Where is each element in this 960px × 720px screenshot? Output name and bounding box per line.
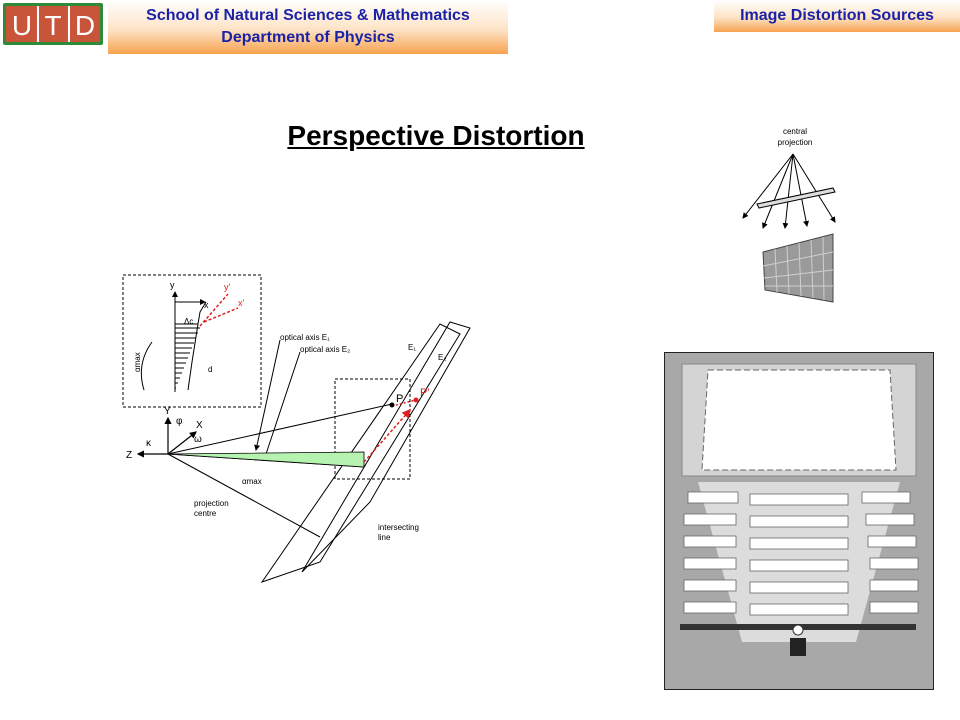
school-name: School of Natural Sciences & Mathematics — [146, 7, 470, 24]
label-intersecting-line-2: line — [378, 533, 391, 542]
inset-axis-y: y — [170, 280, 175, 290]
logo-letter-t: T — [44, 10, 61, 41]
label-plane-e1: E₁ — [408, 343, 416, 352]
label-kappa: κ — [146, 438, 152, 449]
central-projection-label-2: projection — [778, 138, 813, 147]
perspective-diagram: y x y' x' Δc αmax d optical axis E₁ opti… — [122, 274, 471, 583]
inset-delta-c: Δc — [184, 317, 193, 326]
central-projection-label-1: central — [783, 127, 807, 136]
logo-letter-d: D — [75, 10, 95, 41]
central-projection-illustration: central projection — [742, 127, 836, 303]
label-alpha-max: αmax — [242, 477, 262, 486]
inset-axis-x: x — [204, 300, 209, 310]
label-big-z: Z — [126, 450, 132, 461]
inset-axis-x-prime: x' — [238, 298, 245, 308]
label-intersecting-line-1: intersecting — [378, 523, 419, 532]
label-projection-centre-2: centre — [194, 509, 217, 518]
label-phi: φ — [176, 416, 183, 427]
label-big-x: X — [196, 420, 203, 431]
label-optical-axis-2: optical axis E₂ — [300, 345, 350, 354]
header-school-banner: School of Natural Sciences & Mathematics… — [108, 0, 508, 54]
label-point-p-prime: P' — [420, 387, 429, 399]
slide-title: Perspective Distortion — [287, 120, 585, 151]
label-omega: ω — [194, 434, 202, 445]
label-big-y: Y — [164, 406, 171, 417]
label-optical-axis-1: optical axis E₁ — [280, 333, 330, 342]
section-title: Image Distortion Sources — [714, 0, 960, 32]
utd-logo: U T D — [3, 3, 103, 45]
inset-alpha-max: αmax — [133, 352, 142, 372]
theater-projection-illustration — [664, 352, 934, 690]
label-projection-centre-1: projection — [194, 499, 229, 508]
label-point-p: P — [396, 393, 403, 405]
inset-d-label: d — [208, 365, 212, 374]
inset-axis-y-prime: y' — [224, 282, 231, 292]
label-plane-e2: E₂ — [438, 353, 446, 362]
department-name: Department of Physics — [221, 29, 395, 46]
logo-letter-u: U — [12, 10, 32, 41]
